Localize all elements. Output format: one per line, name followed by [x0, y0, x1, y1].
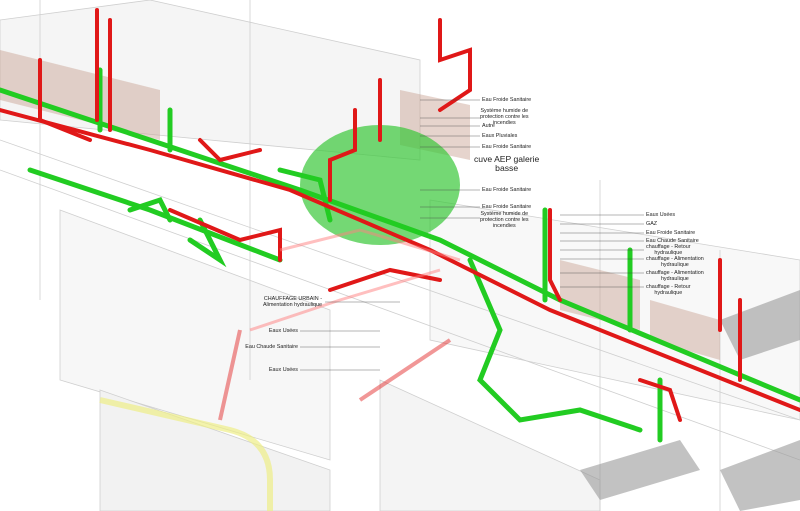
label-mid-0: Eau Froide Sanitaire [482, 97, 532, 103]
label-right-6: chauffage - Alimentation hydraulique [646, 270, 704, 282]
label-left-3: Eaux Usées [268, 367, 298, 373]
label-right-3: Eau Chaude Sanitaire [646, 238, 699, 244]
label-mid-6: Eau Froide Sanitaire [482, 187, 532, 193]
label-mid-3: Eaux Pluviales [482, 133, 518, 139]
pink-faded-pipes [249, 228, 461, 332]
cold-water-pipes [0, 67, 800, 443]
label-left-1: Eaux Usées [268, 328, 298, 334]
label-right-2: Eau Froide Sanitaire [646, 230, 696, 236]
gray-slabs [580, 290, 800, 511]
label-right-4: chauffage - Retour hydraulique [646, 244, 691, 256]
label-mid-2: Autre [482, 123, 495, 129]
brick-walls [0, 50, 720, 360]
yellow-duct [99, 397, 273, 511]
label-mid-5: cuve AEP galerie basse [474, 154, 540, 173]
label-mid-8: Système humide de protection contre les … [480, 211, 529, 229]
label-left-0: CHAUFFAGE URBAIN - Alimentation hydrauli… [262, 296, 322, 308]
label-right-7: chauffage - Retour hydraulique [646, 284, 691, 296]
label-right-1: GAZ [646, 221, 658, 227]
label-mid-7: Eau Froide Sanitaire [482, 204, 532, 210]
label-mid-4: Eau Froide Sanitaire [482, 144, 532, 150]
label-right-0: Eaux Usées [646, 212, 676, 218]
label-mid-1: Système humide de protection contre les … [480, 108, 529, 126]
red-faded-pipes [218, 329, 452, 421]
leader-lines [300, 99, 644, 371]
label-left-2: Eau Chaude Sanitaire [245, 344, 298, 350]
label-right-5: chauffage - Alimentation hydraulique [646, 256, 704, 268]
